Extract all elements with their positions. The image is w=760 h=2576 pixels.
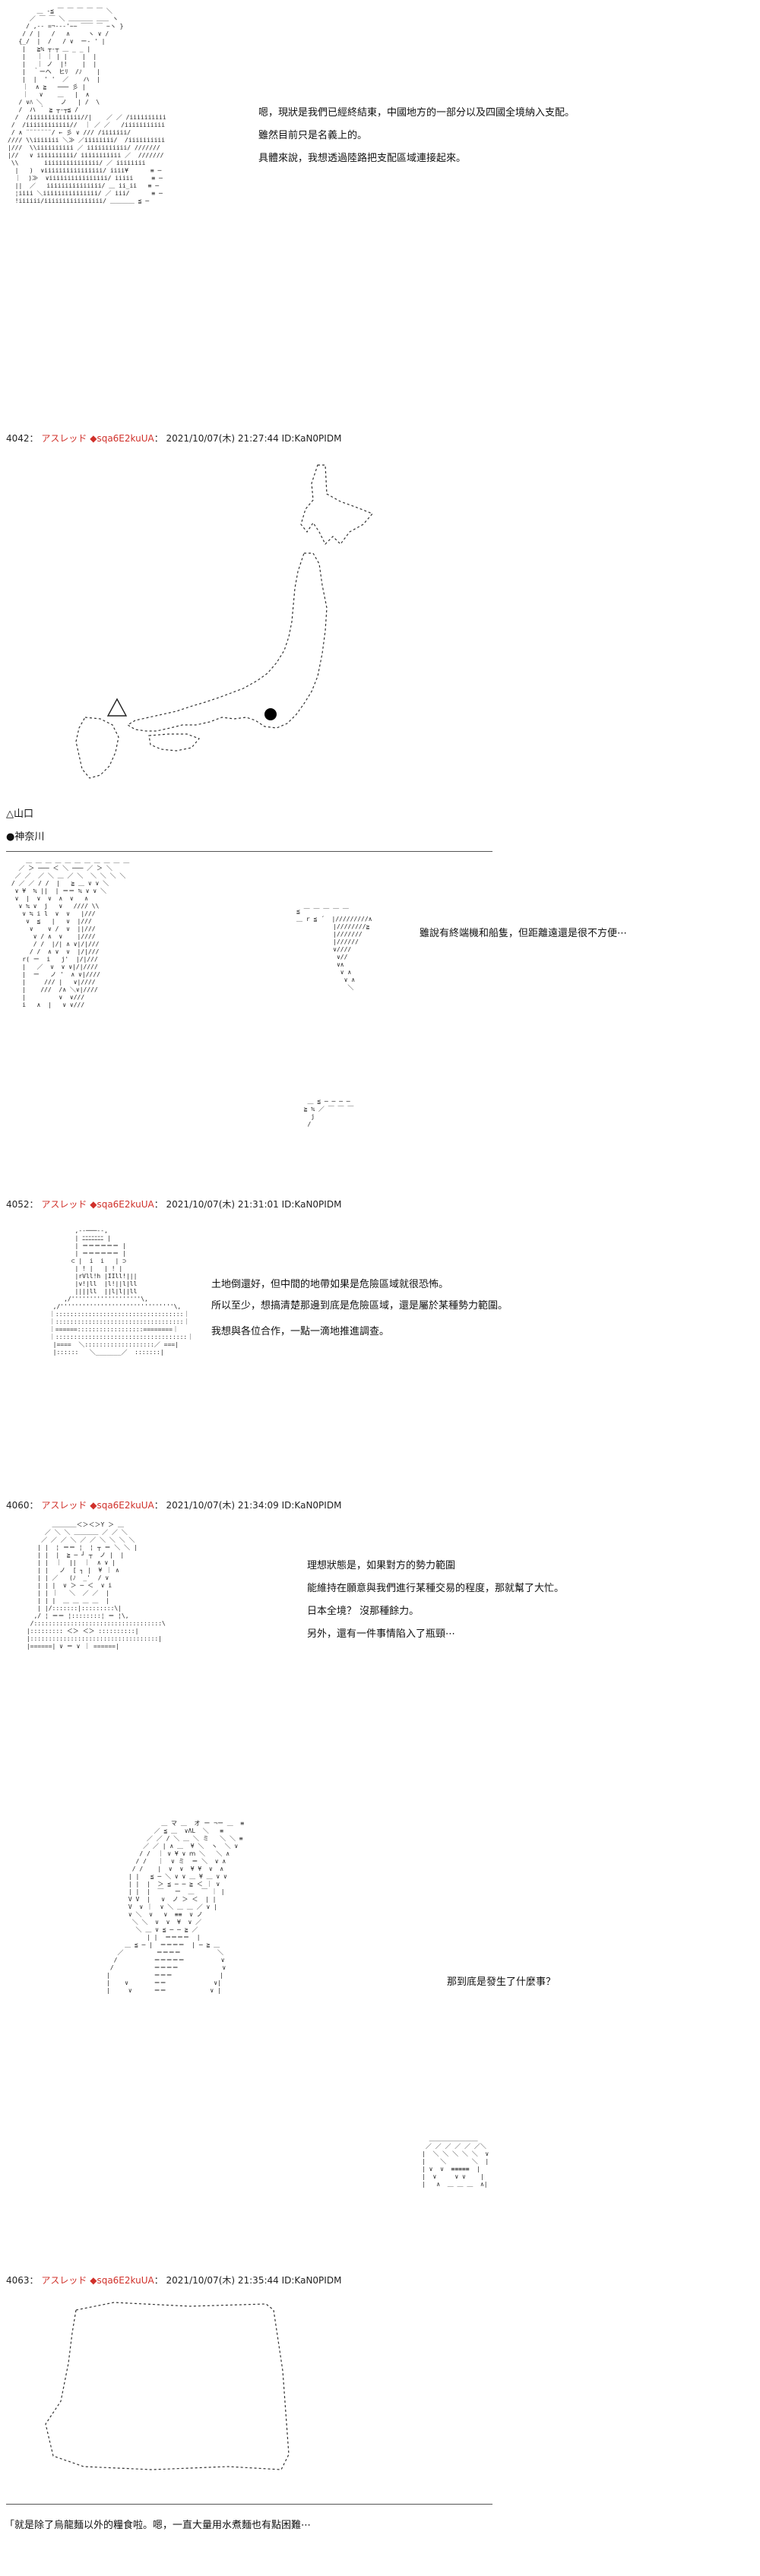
ascii-art-character-4: ＿＿＿＿＜＞＜＞Y ＞ ＿ ／ ＼ ＼ ＿＿＿＿ ／ ／ ＼ ／ ／ ／ ＼ ／… xyxy=(26,1521,166,1650)
poster-trip: ◆sqa6E2kuUA xyxy=(90,433,154,444)
post-userid[interactable]: ID:KaN0PIDM xyxy=(281,1199,342,1210)
dialogue-line: 日本全境？ 沒那種餘力。 xyxy=(307,1606,420,1617)
yamaguchi-marker xyxy=(106,698,128,717)
post-datetime: 2021/10/07(木) 21:27:44 xyxy=(166,433,279,444)
ascii-art-character-5: ＿ マ ＿ オ ー ¬ー ＿ ≡ ／ ≦ ＿ ∨ΛL ＼ ≡ ／ ／ / ＼ ＿… xyxy=(106,1820,245,1994)
dialogue-line: 雖說有終端機和船隻，但距離遠還是很不方便⋯ xyxy=(420,928,628,939)
post-datetime: 2021/10/07(木) 21:34:09 xyxy=(166,1500,279,1511)
post-header: 4052： アスレッド ◆sqa6E2kuUA： 2021/10/07(木) 2… xyxy=(6,1199,342,1210)
dialogue-line: 具體來說，我想透過陸路把支配區域連接起來。 xyxy=(258,153,467,164)
ascii-art-character-1: ＿ -≦ ￣ ￣ ￣ ￣ ￣ ＼ ／ ￣ ￣ ＼ ＿＿＿＿ ＿＿ ヽ / ,-‐… xyxy=(8,8,166,204)
poster-trip: ◆sqa6E2kuUA xyxy=(90,1199,154,1210)
dashed-box-shape xyxy=(45,2302,290,2470)
legend-label: 山口 xyxy=(14,809,34,820)
post-userid[interactable]: ID:KaN0PIDM xyxy=(281,1500,342,1511)
dialogue-block-3: 土地倒還好，但中間的地帶如果是危險區域就很恐怖。 所以至少，想搞清楚那邊到底是危… xyxy=(211,1277,508,1340)
poster-name[interactable]: アスレッド xyxy=(41,433,87,444)
dialogue-line: 那到底是發生了什麼事？ xyxy=(447,1976,556,1988)
poster-trip: ◆sqa6E2kuUA xyxy=(90,1500,154,1511)
poster-trip: ◆sqa6E2kuUA xyxy=(90,2275,154,2286)
dialogue-line: 理想狀態是，如果對方的勢力範圍 xyxy=(307,1560,456,1571)
triangle-icon: △ xyxy=(6,809,14,820)
kanagawa-marker xyxy=(264,708,277,720)
post-number: 4060 xyxy=(6,1500,30,1511)
post-header: 4063： アスレッド ◆sqa6E2kuUA： 2021/10/07(木) 2… xyxy=(6,2275,342,2286)
dialogue-line: 嗯，現狀是我們已經終結東，中國地方的一部分以及四國全境納入支配。 xyxy=(258,107,575,119)
bottom-caption: 「就是除了烏龍麵以外的糧食啦。嗯，一直大量用水煮麵也有點困難⋯ xyxy=(5,2520,312,2531)
dialogue-line: 土地倒還好，但中間的地帶如果是危險區域就很恐怖。 xyxy=(211,1279,449,1290)
post-datetime: 2021/10/07(木) 21:31:01 xyxy=(166,1199,279,1210)
kyushu-outline xyxy=(75,717,119,779)
dialogue-block-2: 雖說有終端機和船隻，但距離遠還是很不方便⋯ xyxy=(420,926,627,942)
post-header: 4042： アスレッド ◆sqa6E2kuUA： 2021/10/07(木) 2… xyxy=(6,433,342,444)
divider xyxy=(6,851,492,852)
dialogue-line: 能維持在願意與我們進行某種交易的程度，那就幫了大忙。 xyxy=(307,1583,565,1594)
ascii-art-character-2: ＿ ＿ ＿ ＿ ＿ ＿ ＿ ＿ ＿ ＿ ＿ ／ ＞ ─── ＜ ＼ ─── ／ … xyxy=(11,857,130,1008)
dialogue-line: 所以至少，想搞清楚那邊到底是危險區域，還是屬於某種勢力範圍。 xyxy=(211,1300,508,1312)
dialogue-line: 我想與各位合作，一點一滴地推進調查。 xyxy=(211,1326,390,1337)
post-number: 4052 xyxy=(6,1199,30,1210)
dot-icon: ● xyxy=(6,831,15,843)
dialogue-block-5: 那到底是發生了什麼事？ xyxy=(447,1974,556,1991)
ascii-art-background-bottom: ＿ ≦ ─ ─ ─ ─ ≧ ≒ ／ ￣ ￣ ￣ j / xyxy=(303,1098,354,1128)
poster-name[interactable]: アスレッド xyxy=(41,2275,87,2286)
map-legend-item: △山口 xyxy=(6,805,33,820)
post-header: 4060： アスレッド ◆sqa6E2kuUA： 2021/10/07(木) 2… xyxy=(6,1500,342,1511)
ascii-art-background-right: ≦ ￣ ￣ ￣ ￣ ￣ ＿ r ≦ ´ |/////////∧ |///////… xyxy=(296,908,372,991)
honshu-outline xyxy=(126,552,328,732)
post-datetime: 2021/10/07(木) 21:35:44 xyxy=(166,2275,279,2286)
post-userid[interactable]: ID:KaN0PIDM xyxy=(281,433,342,444)
post-number: 4063 xyxy=(6,2275,30,2286)
post-number: 4042 xyxy=(6,433,30,444)
map-legend-item: ●神奈川 xyxy=(6,828,44,843)
legend-label: 神奈川 xyxy=(14,831,45,843)
poster-name[interactable]: アスレッド xyxy=(41,1199,87,1210)
post-userid[interactable]: ID:KaN0PIDM xyxy=(281,2275,342,2286)
poster-name[interactable]: アスレッド xyxy=(41,1500,87,1511)
dialogue-block-4: 理想狀態是，如果對方的勢力範圍 能維持在願意與我們進行某種交易的程度，那就幫了大… xyxy=(307,1558,564,1643)
dialogue-line: 雖然目前只是名義上的。 xyxy=(258,130,368,141)
dialogue-block-1: 嗯，現狀是我們已經終結東，中國地方的一部分以及四國全境納入支配。 雖然目前只是名… xyxy=(258,105,575,167)
dialogue-line: 另外，還有一件事情陷入了瓶頸⋯ xyxy=(307,1628,456,1640)
ascii-art-object-right: ＿＿＿＿＿＿＿＿ ／ ／ ／ ／ ／ ／＼ | ＼ ＼ ＼ ＼ ＼ ∨ | ＼ … xyxy=(422,2135,489,2188)
shikoku-outline xyxy=(148,733,201,752)
ascii-art-character-3: ,-‐───‐-, | ﾆﾆﾆﾆﾆﾆﾆ | | ＝＝＝＝＝＝ | | ＝＝＝＝＝… xyxy=(49,1227,194,1356)
divider xyxy=(6,2504,492,2505)
hokkaido-outline xyxy=(300,464,374,546)
